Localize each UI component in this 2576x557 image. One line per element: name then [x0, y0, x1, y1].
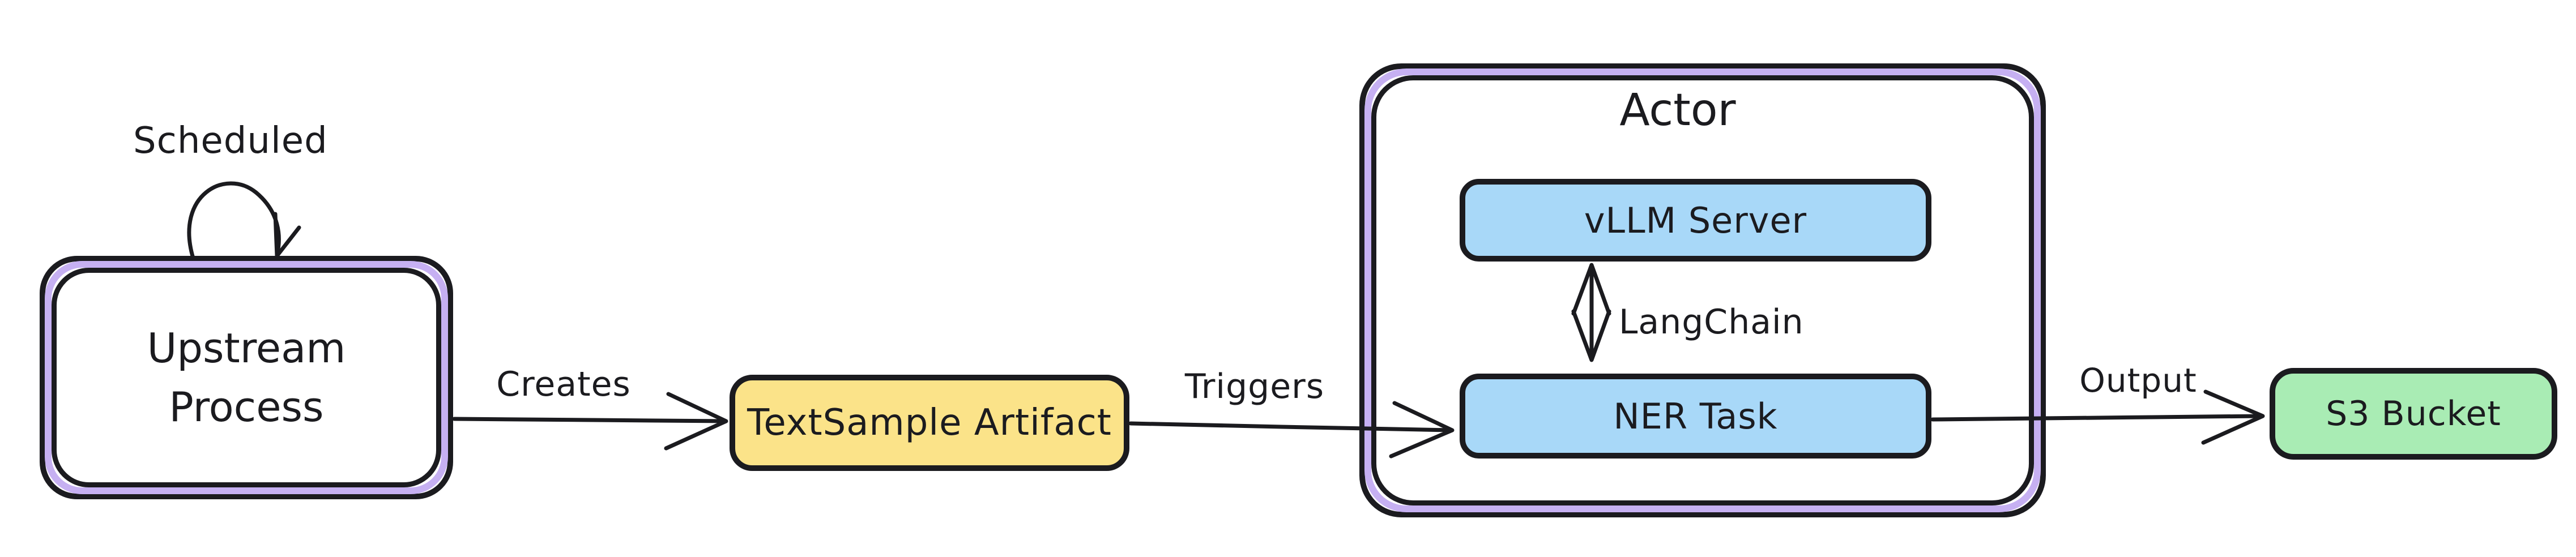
edge-label-scheduled: Scheduled: [133, 120, 328, 162]
node-vllm-server: vLLM Server: [1460, 179, 1931, 262]
upstream-process-label: Upstream Process: [147, 324, 346, 431]
edge-label-creates: Creates: [496, 365, 631, 404]
node-s3-bucket: S3 Bucket: [2270, 368, 2557, 460]
node-upstream-process: Upstream Process: [40, 256, 453, 499]
node-ner-task: NER Task: [1460, 374, 1931, 459]
edge-label-langchain: LangChain: [1619, 302, 1804, 342]
edge-label-output: Output: [2079, 361, 2197, 400]
scheduled-self-loop-arrow: [187, 181, 301, 260]
actor-title: Actor: [1619, 85, 1736, 136]
edge-label-triggers: Triggers: [1184, 367, 1325, 406]
node-textsample-artifact: TextSample Artifact: [730, 375, 1129, 471]
